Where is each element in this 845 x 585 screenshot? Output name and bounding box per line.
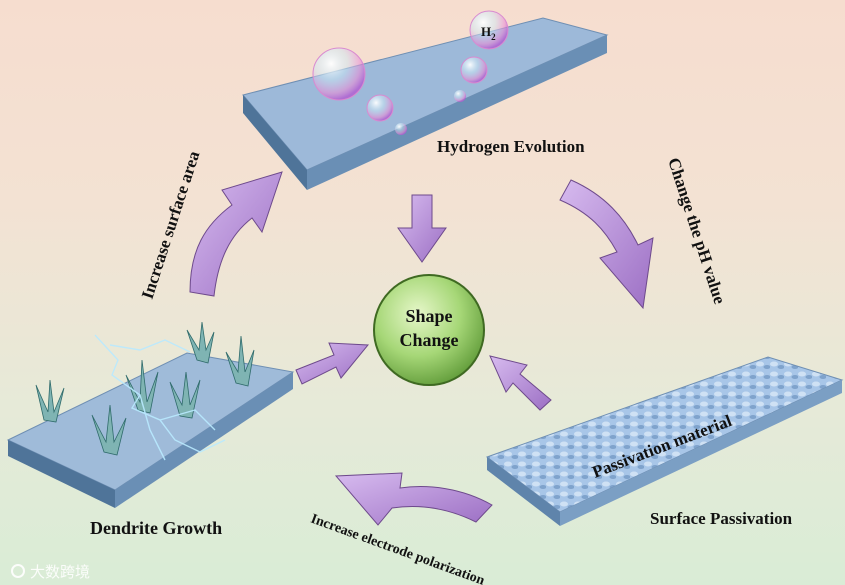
edge-label-bottom: Increase electrode polarization <box>309 512 487 585</box>
arrow-from-right <box>490 356 551 410</box>
watermark-text: 大数跨境 <box>30 563 90 581</box>
edge-label-right: Change the pH value <box>664 155 729 306</box>
arrow-from-top <box>398 195 446 262</box>
watermark: 大数跨境 <box>12 563 90 581</box>
hydrogen-plate <box>243 18 607 190</box>
watermark-logo-icon <box>12 565 24 577</box>
arrow-curved-right <box>560 180 653 308</box>
hydrogen-evolution-label: Hydrogen Evolution <box>437 137 585 156</box>
center-node: Shape Change <box>374 275 484 385</box>
arrow-curved-left <box>190 172 282 296</box>
arrow-from-left <box>296 343 368 384</box>
dendrite-growth-label: Dendrite Growth <box>90 518 222 538</box>
center-label-line2: Change <box>399 330 458 350</box>
arrow-curved-bottom <box>336 473 492 525</box>
center-label-line1: Shape <box>405 306 452 326</box>
surface-passivation-label: Surface Passivation <box>650 509 793 528</box>
